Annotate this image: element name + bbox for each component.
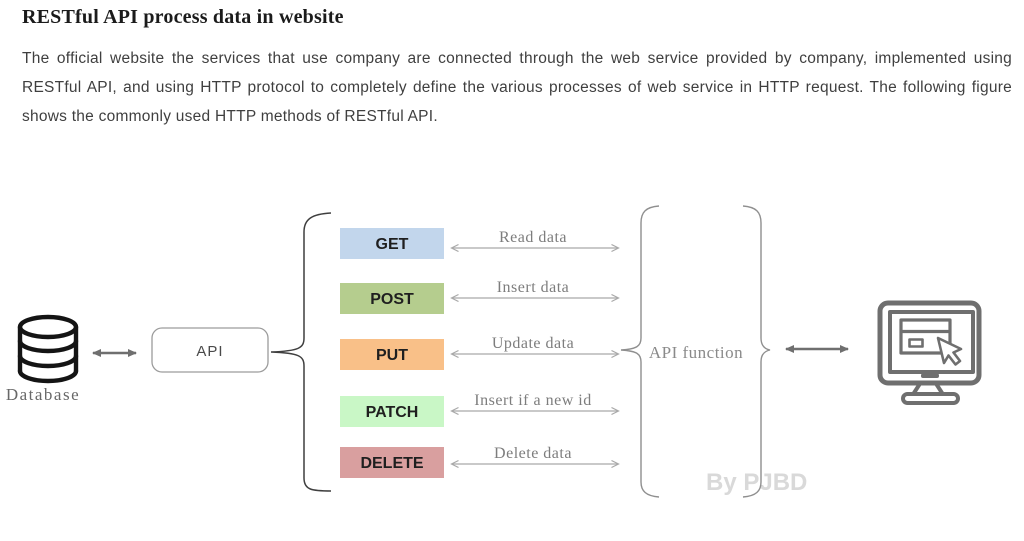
monitor-base	[901, 392, 960, 405]
http-method-label-post: POST	[370, 291, 414, 308]
method-action-post: Insert data	[497, 279, 570, 296]
database-cylinder-icon	[17, 314, 79, 384]
method-action-patch: Insert if a new id	[474, 392, 591, 409]
http-method-box-delete	[340, 447, 444, 478]
api-function-close-brace	[742, 205, 771, 498]
http-method-box-post	[340, 283, 444, 314]
http-method-label-patch: PATCH	[366, 404, 419, 421]
method-row-put: PUT Update data	[340, 335, 618, 370]
api-box	[151, 327, 269, 373]
browser-window	[899, 318, 952, 355]
computer-monitor-cursor-icon	[877, 300, 982, 405]
method-action-delete: Delete data	[494, 445, 572, 462]
method-row-post: POST Insert data	[340, 279, 618, 314]
http-method-box-put	[340, 339, 444, 370]
method-row-delete: DELETE Delete data	[340, 445, 618, 478]
method-row-get: GET Read data	[340, 228, 618, 259]
method-action-put: Update data	[492, 335, 574, 352]
database-label: Database	[6, 385, 80, 404]
api-box-label: API	[196, 343, 223, 360]
http-method-label-delete: DELETE	[360, 455, 423, 472]
http-method-label-get: GET	[376, 236, 409, 253]
http-method-label-put: PUT	[376, 347, 408, 364]
api-function-open-brace	[620, 205, 660, 498]
http-method-box-patch	[340, 396, 444, 427]
intro-paragraph: The official website the services that u…	[22, 50, 1012, 125]
method-row-patch: PATCH Insert if a new id	[340, 392, 618, 427]
api-function-label: API function	[649, 343, 743, 362]
monitor-screen	[888, 310, 975, 374]
left-curly-brace	[270, 212, 332, 492]
monitor-button-dash	[921, 373, 939, 378]
http-method-box-get	[340, 228, 444, 259]
mouse-cursor-icon	[936, 336, 963, 366]
browser-button	[908, 338, 924, 348]
method-action-get: Read data	[499, 229, 567, 246]
page-title: RESTful API process data in website	[22, 6, 344, 28]
